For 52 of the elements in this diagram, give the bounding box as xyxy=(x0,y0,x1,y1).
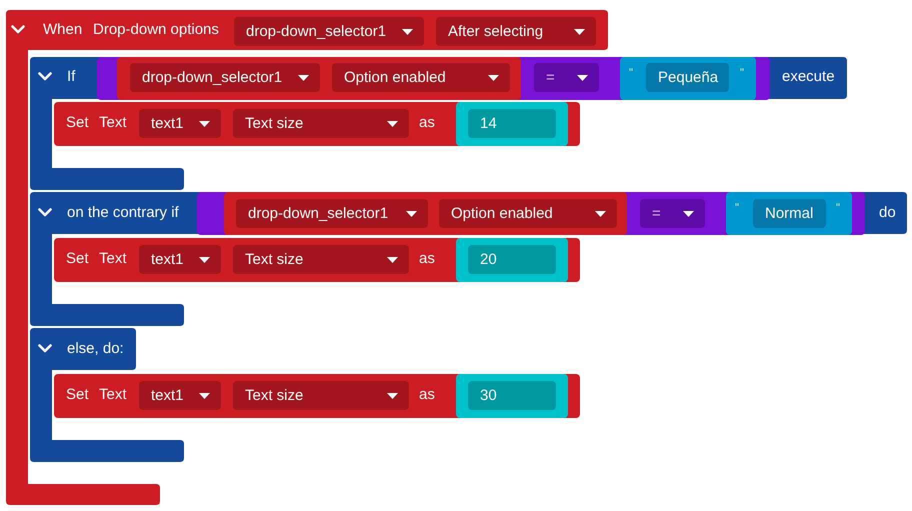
operator-dropdown: = xyxy=(640,199,705,228)
block-label: Set xyxy=(66,250,89,268)
block-label: do xyxy=(879,204,896,222)
quote-mark: " xyxy=(740,66,744,81)
quote-mark: " xyxy=(836,201,840,216)
dropdown: Option enabled xyxy=(332,63,510,92)
block-label: When xyxy=(43,21,82,39)
dropdown: text1 xyxy=(139,245,221,274)
setter-block xyxy=(54,374,580,418)
quote-mark: " xyxy=(629,66,633,81)
dropdown: Text size xyxy=(233,245,409,274)
property-block xyxy=(224,192,627,235)
block-label: Drop-down options xyxy=(93,21,219,39)
block-label: Set xyxy=(66,114,89,132)
dropdown: Text size xyxy=(233,381,409,410)
text-field: Pequeña xyxy=(646,63,729,92)
compare-block xyxy=(97,57,770,100)
number-field: 20 xyxy=(468,245,556,274)
setter-block xyxy=(54,238,580,282)
block-label: as xyxy=(419,386,435,404)
property-block xyxy=(117,57,521,100)
text-block xyxy=(620,57,756,100)
compare-block xyxy=(197,192,865,235)
if-block xyxy=(30,57,907,462)
block-label: Text xyxy=(99,250,127,268)
number-block xyxy=(456,102,568,146)
block-label: else, do: xyxy=(67,340,124,358)
block-label: as xyxy=(419,250,435,268)
dropdown: text1 xyxy=(139,109,221,138)
dropdown: text1 xyxy=(139,381,221,410)
dropdown: drop-down_selector1 xyxy=(130,63,320,92)
quote-mark: " xyxy=(735,201,739,216)
dropdown: drop-down_selector1 xyxy=(234,17,424,46)
block-label: as xyxy=(419,114,435,132)
number-field: 30 xyxy=(468,381,556,410)
number-block xyxy=(456,374,568,418)
block-label: Set xyxy=(66,386,89,404)
block-label: Text xyxy=(99,386,127,404)
block-label: If xyxy=(67,68,76,86)
setter-block xyxy=(54,102,580,146)
dropdown: Option enabled xyxy=(439,199,617,228)
number-block xyxy=(456,238,568,282)
block-label: execute xyxy=(782,68,835,86)
dropdown: Text size xyxy=(233,109,409,138)
text-field: Normal xyxy=(753,199,826,228)
number-field: 14 xyxy=(468,109,556,138)
text-block xyxy=(726,192,852,235)
operator-dropdown: = xyxy=(534,63,599,92)
block-label: on the contrary if xyxy=(67,204,179,222)
dropdown: After selecting xyxy=(436,17,596,46)
dropdown: drop-down_selector1 xyxy=(236,199,428,228)
block-label: Text xyxy=(99,114,127,132)
